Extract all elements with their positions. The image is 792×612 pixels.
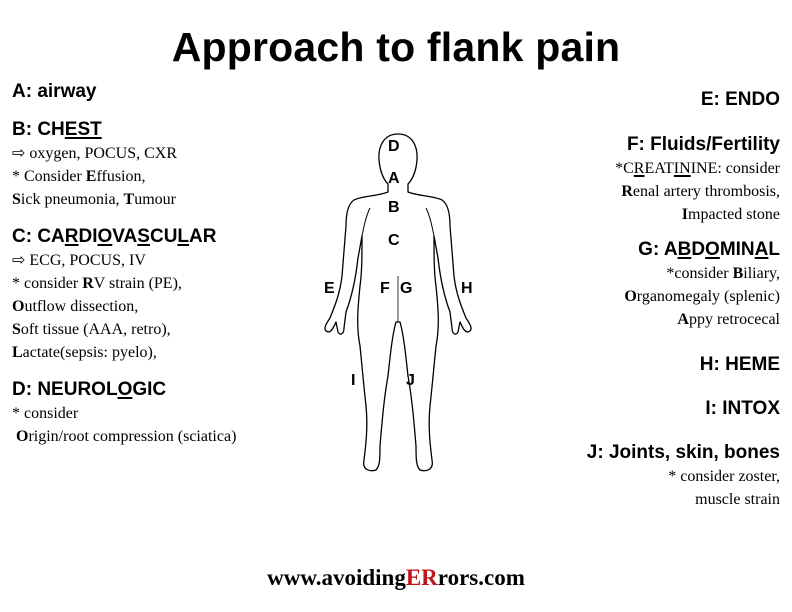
section-c-line-2: * consider RV strain (PE),: [12, 275, 182, 292]
section-c-line-3: Outflow dissection,: [12, 298, 139, 315]
human-body-figure: D A B C E F G H I J: [318, 126, 478, 486]
website-footer-link[interactable]: www.avoidingERrors.com: [267, 565, 525, 590]
figure-label-h: H: [461, 280, 473, 297]
figure-label-f: F: [380, 280, 390, 297]
section-d: D: NEUROLOGIC * consider Origin/root com…: [12, 378, 332, 448]
section-c-line-4: Soft tissue (AAA, retro),: [12, 321, 171, 338]
section-h-heading: H: HEME: [699, 354, 780, 375]
section-d-line-2: Origin/root compression (sciatica): [16, 428, 237, 445]
section-b-line-2: * Consider Effusion,: [12, 168, 146, 185]
figure-label-i: I: [351, 372, 356, 389]
section-f-line-1: *CREATININE: consider: [615, 160, 780, 177]
section-a-heading: A: airway: [12, 81, 97, 102]
section-g-line-1: *consider Biliary,: [666, 265, 780, 282]
section-j-line-2: muscle strain: [695, 491, 780, 508]
page-title: Approach to flank pain: [171, 24, 621, 70]
figure-label-j: J: [406, 372, 415, 389]
right-column: E: ENDO F: Fluids/Fertility *CREATININE:…: [480, 88, 780, 511]
section-g-line-2: Organomegaly (splenic): [624, 288, 780, 305]
section-c-heading: C: CARDIOVASCULAR: [12, 226, 217, 247]
section-f-line-3: Impacted stone: [681, 206, 780, 223]
section-i-heading: I: INTOX: [705, 398, 780, 419]
section-d-heading: D: NEUROLOGIC: [12, 379, 167, 400]
section-j: J: Joints, skin, bones * consider zoster…: [480, 441, 780, 511]
section-d-line-1: * consider: [12, 405, 79, 422]
section-g-line-3: Appy retrocecal: [677, 311, 780, 328]
figure-label-d: D: [388, 138, 400, 155]
figure-label-g: G: [400, 280, 413, 297]
figure-label-e: E: [324, 280, 335, 297]
body-outline-icon: [324, 133, 472, 472]
section-b-heading: B: CHEST: [12, 119, 102, 140]
section-b: B: CHEST ⇨ oxygen, POCUS, CXR * Consider…: [12, 118, 332, 211]
section-c: C: CARDIOVASCULAR ⇨ ECG, POCUS, IV * con…: [12, 225, 332, 364]
section-f: F: Fluids/Fertility *CREATININE: conside…: [480, 133, 780, 226]
section-e-heading: E: ENDO: [700, 89, 780, 110]
section-g-heading: G: ABDOMINAL: [638, 239, 780, 260]
section-c-line-5: Lactate(sepsis: pyelo),: [12, 344, 157, 361]
figure-label-a: A: [388, 170, 400, 187]
left-column: A: airway B: CHEST ⇨ oxygen, POCUS, CXR …: [12, 80, 332, 448]
section-j-line-1: * consider zoster,: [668, 468, 780, 485]
footer-er-highlight: ER: [405, 565, 438, 590]
section-j-heading: J: Joints, skin, bones: [586, 442, 780, 463]
section-c-line-1: ⇨ ECG, POCUS, IV: [12, 252, 146, 269]
section-g: G: ABDOMINAL *consider Biliary, Organome…: [480, 238, 780, 331]
section-f-heading: F: Fluids/Fertility: [626, 134, 780, 155]
figure-label-b: B: [388, 199, 400, 216]
section-b-line-3: Sick pneumonia, Tumour: [12, 191, 176, 208]
section-b-line-1: ⇨ oxygen, POCUS, CXR: [12, 145, 177, 162]
figure-label-c: C: [388, 232, 400, 249]
section-f-line-2: Renal artery thrombosis,: [621, 183, 780, 200]
